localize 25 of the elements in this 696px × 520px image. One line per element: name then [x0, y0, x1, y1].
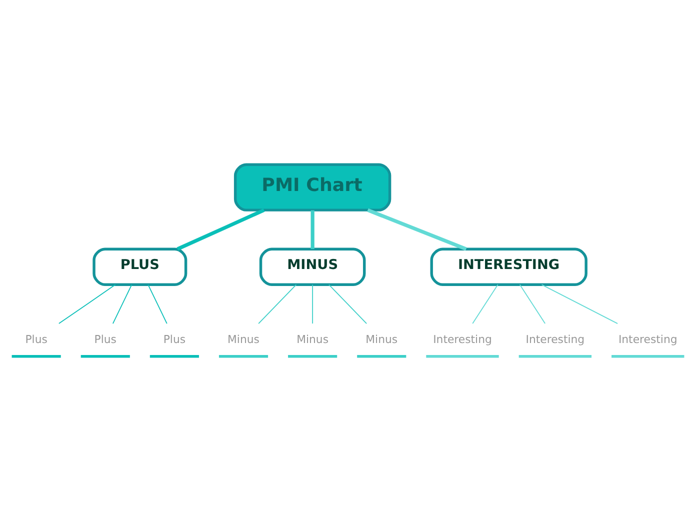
node-box: INTERESTING [430, 247, 588, 286]
node-text: Minus [366, 332, 398, 346]
connector [367, 208, 467, 250]
connector [258, 284, 297, 324]
node-text: Plus [25, 332, 48, 346]
connector [112, 284, 132, 324]
connector [312, 284, 314, 324]
connector [148, 284, 168, 324]
node-text: Interesting [433, 332, 492, 346]
node-text: Plus [94, 332, 116, 346]
connector [328, 284, 367, 324]
node-box: PLUS [92, 247, 188, 286]
node-text: Interesting [526, 332, 585, 346]
node-text: Plus [163, 332, 186, 346]
node-text: Interesting [618, 332, 678, 346]
connector [519, 284, 546, 324]
connector [176, 208, 265, 250]
connector [541, 284, 618, 324]
node-text: Minus [228, 332, 260, 346]
connector [472, 284, 498, 324]
connector [58, 284, 116, 324]
node-box: MINUS [259, 247, 366, 286]
node-box: PMI Chart [234, 162, 392, 211]
connector [310, 210, 314, 249]
node-text: Minus [296, 332, 329, 346]
